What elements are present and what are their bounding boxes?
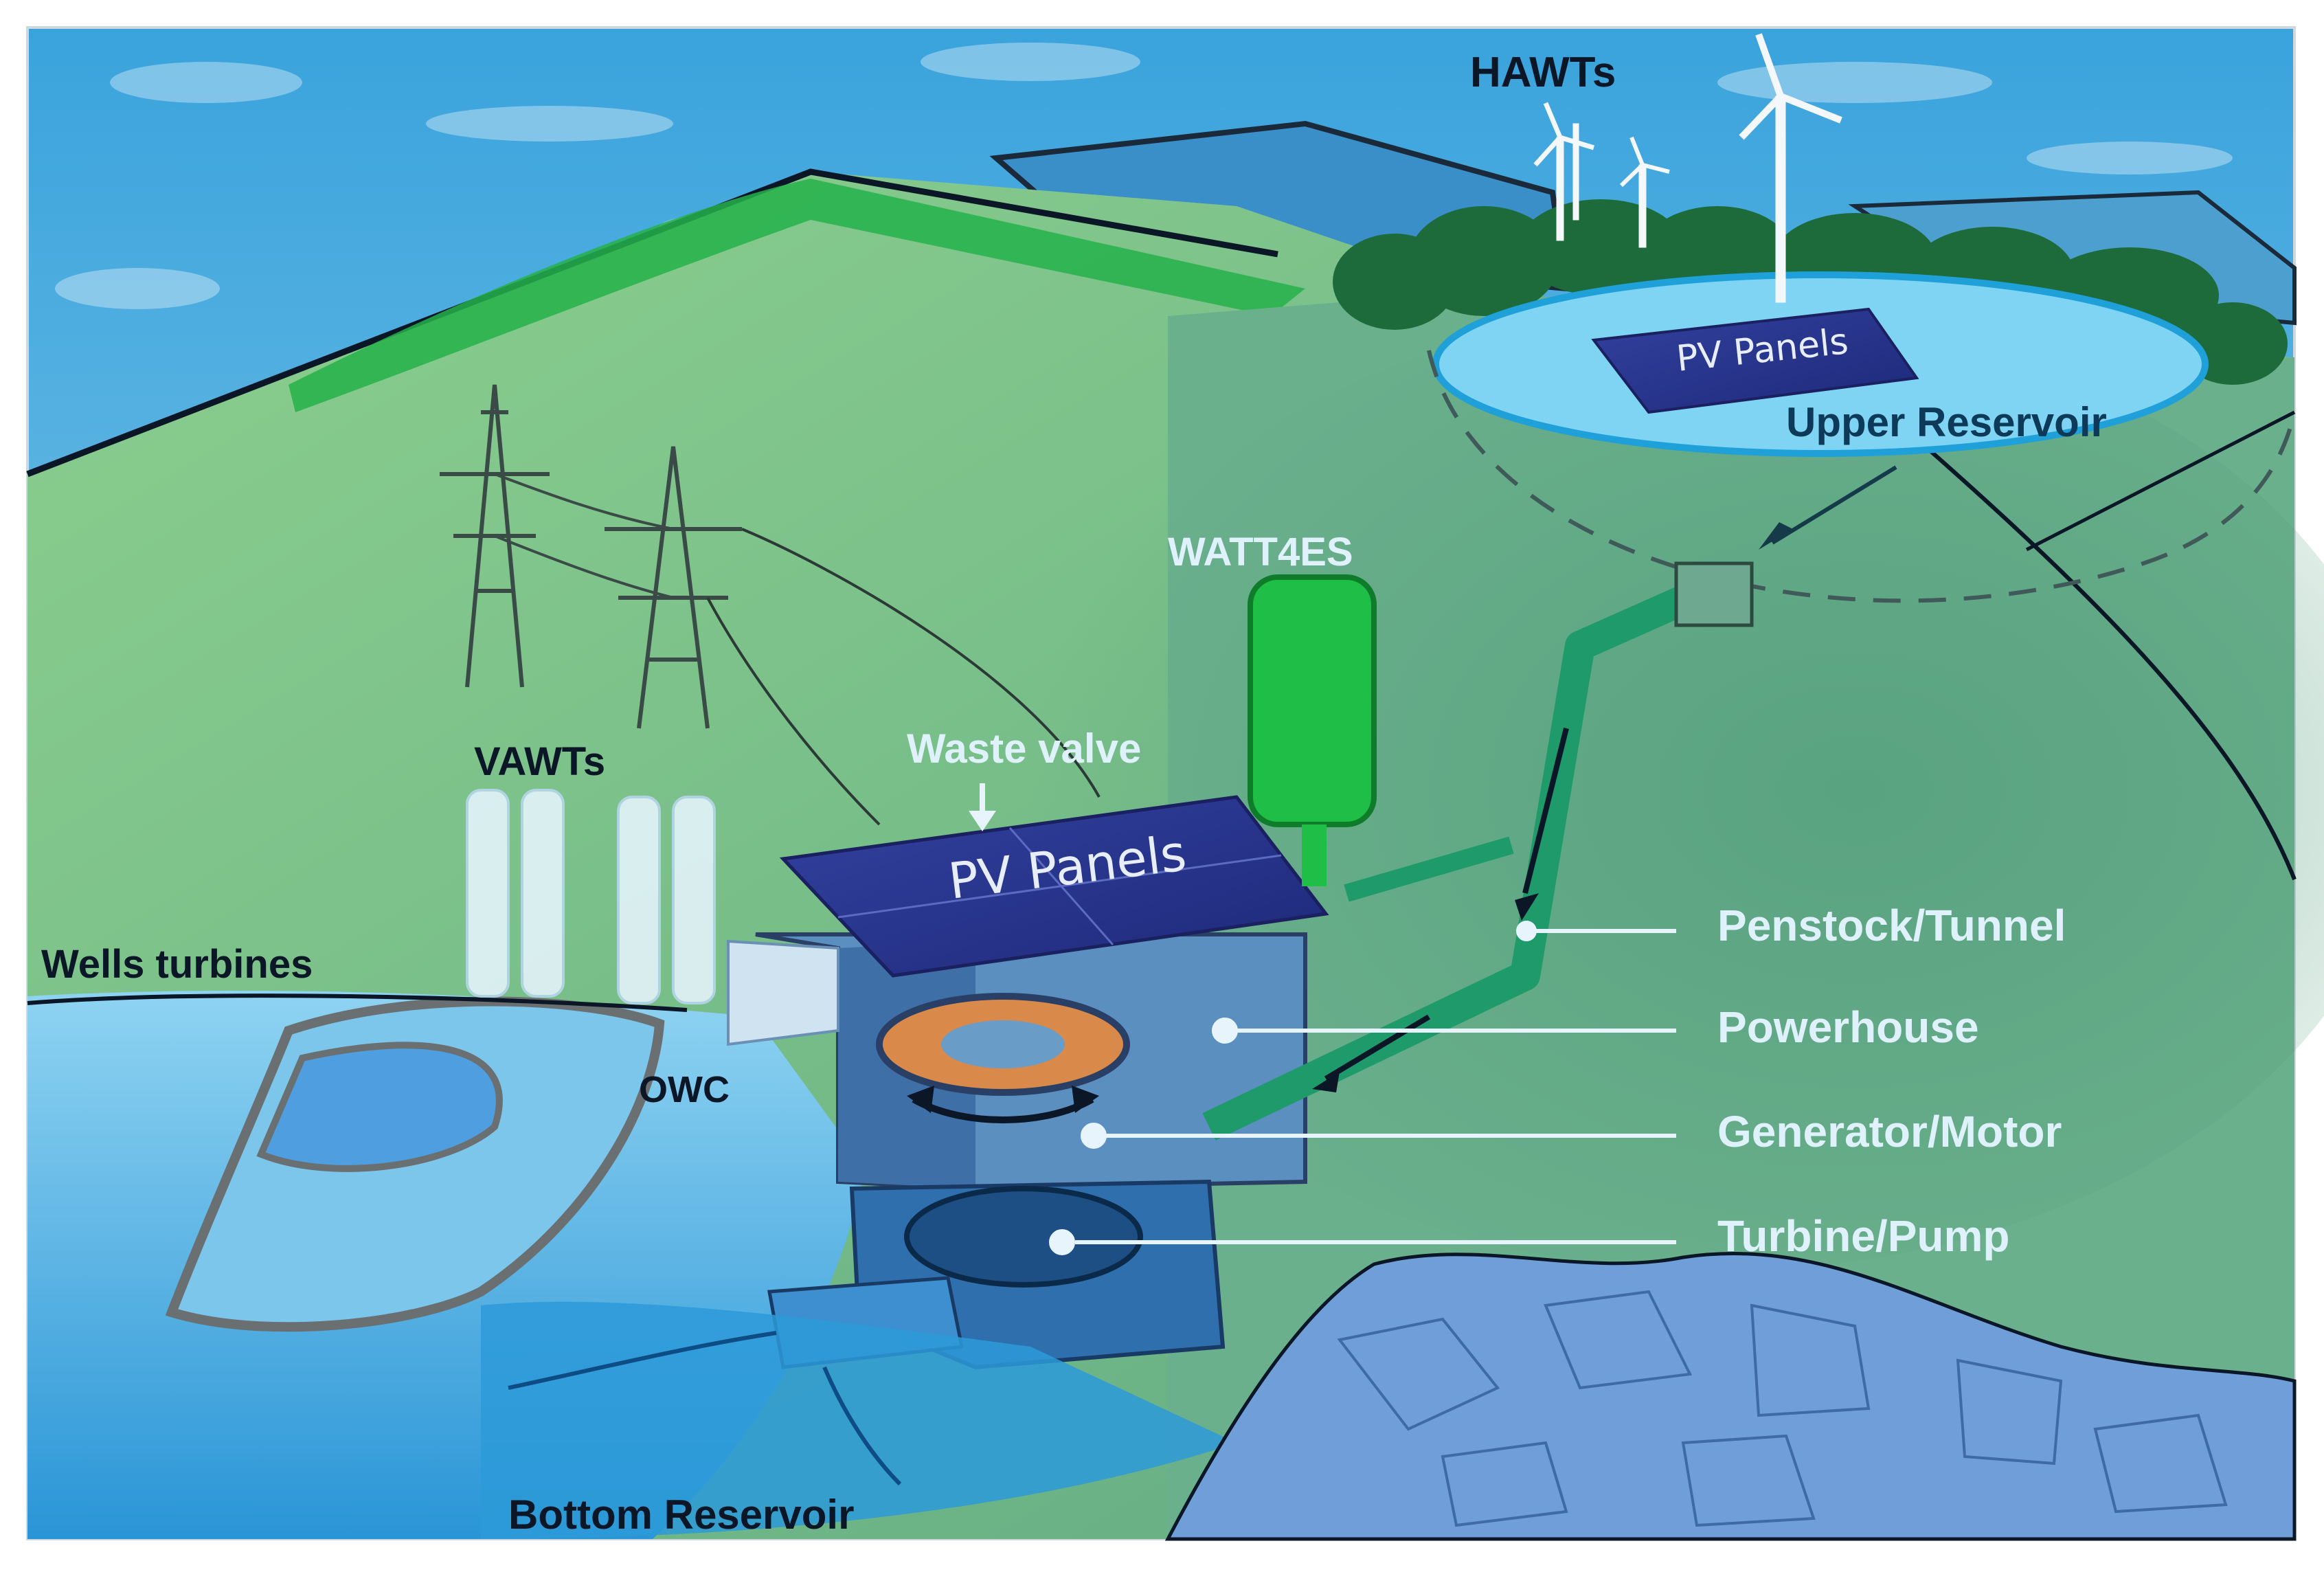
upper-pv-panel [1591,307,1919,414]
rotation-arrow [912,1096,1094,1123]
label-wells-turbines: Wells turbines [41,942,313,987]
outflow-arrow-left [508,1331,777,1390]
rock-formation [1164,1252,2297,1541]
rock-texture [1337,1290,2228,1527]
flow-arrowhead-penstock [1515,893,1539,921]
label-hawts: HAWTs [1470,49,1616,96]
rotation-arrowhead-right [1072,1086,1099,1113]
label-bottom-reservoir: Bottom Reservoir [508,1492,855,1538]
ridge-green-strip [289,179,1305,412]
label-powerhouse: Powerhouse [1717,1002,1979,1052]
label-owc: OWC [639,1069,730,1110]
pv-grid-line [837,854,1282,919]
ridge-line [26,168,1278,478]
outflow-arrow-right [822,1366,902,1486]
watt4es-link-pipe [1344,836,1514,902]
hill-contour-2 [2025,410,2296,552]
label-penstock-tunnel: Penstock/Tunnel [1717,901,2066,950]
label-upper-reservoir: Upper Reservoir [1786,399,2107,445]
flow-arrow-penstock [1522,728,1569,894]
watt4es-pipe [1302,824,1327,886]
hawt-turbines [1533,33,1842,303]
flow-arrow-lower [1324,1014,1431,1081]
watt4es-tank [1248,574,1377,827]
label-waste-valve: Waste valve [907,726,1142,772]
wells-turbines-shoreline [27,993,688,1012]
powerhouse-side [727,939,839,1046]
label-watt4es: WATT4ES [1168,530,1353,574]
label-generator-motor: Generator/Motor [1717,1107,2062,1156]
inflow-arrow-line [1771,465,1897,545]
transmission-towers [440,384,1101,826]
pv-grid-line [1008,827,1114,945]
inflow-arrowhead [1759,522,1793,550]
intake-box [1674,561,1754,627]
turbine-wheel [904,1186,1143,1288]
vawt-turbines [466,789,716,1004]
sky-texture [55,43,2233,309]
bottom-reservoir-water [481,1301,1237,1539]
label-turbine-pump: Turbine/Pump [1717,1211,2010,1261]
label-vawts: VAWTs [474,739,606,784]
flow-arrowhead-lower [1312,1072,1340,1092]
rotation-arrowhead-left [907,1086,934,1113]
generator-core [941,1020,1065,1068]
hill-contour-1 [1853,383,2297,881]
dashed-boundary [1427,350,2297,603]
waste-valve-arrowhead [969,811,996,831]
owc-inner [256,1042,503,1172]
callout-leaders [1049,921,1676,1255]
